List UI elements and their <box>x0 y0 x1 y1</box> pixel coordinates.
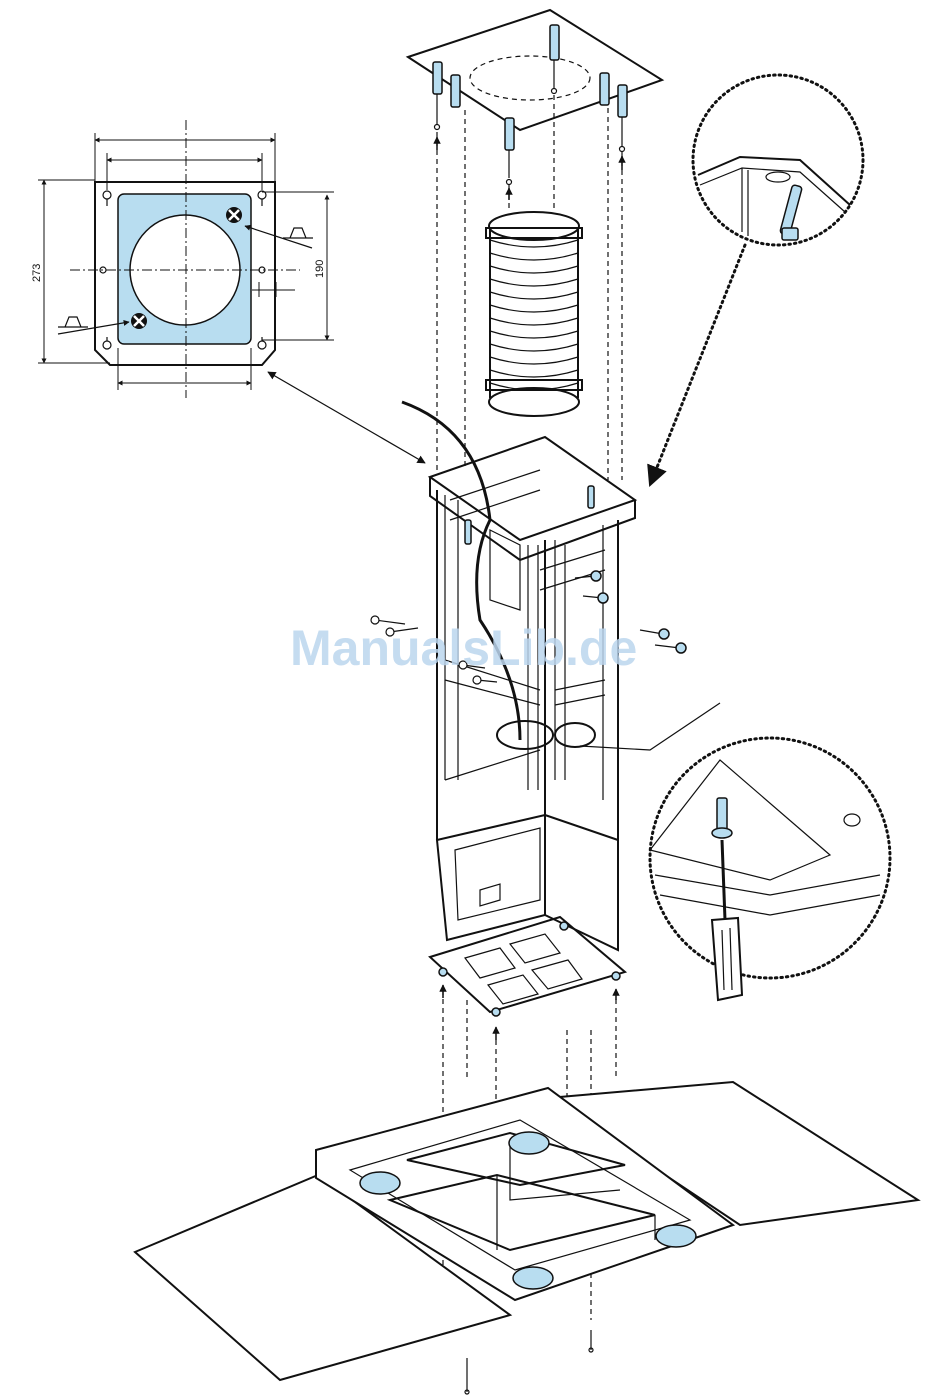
hood-canopy <box>135 1082 918 1380</box>
flexible-duct <box>486 212 582 416</box>
screw-position-icon <box>131 313 147 329</box>
height-dimension-label: 273 <box>31 264 43 282</box>
depth-dimension-label: 190 <box>314 260 326 278</box>
watermark: ManualsLib.de <box>290 620 637 676</box>
template-arrow <box>268 372 425 463</box>
wall-plug-icon <box>433 25 627 185</box>
chimney-frame <box>402 402 635 950</box>
base-tray <box>430 917 625 1012</box>
drill-symbol-icon <box>245 226 313 248</box>
mounting-template: 273 190 <box>31 120 334 398</box>
screw-position-icon <box>226 207 242 223</box>
detail-screwdriver <box>580 703 890 1000</box>
bolt-icon <box>465 1330 593 1394</box>
detail-ceiling-screw <box>650 75 863 485</box>
